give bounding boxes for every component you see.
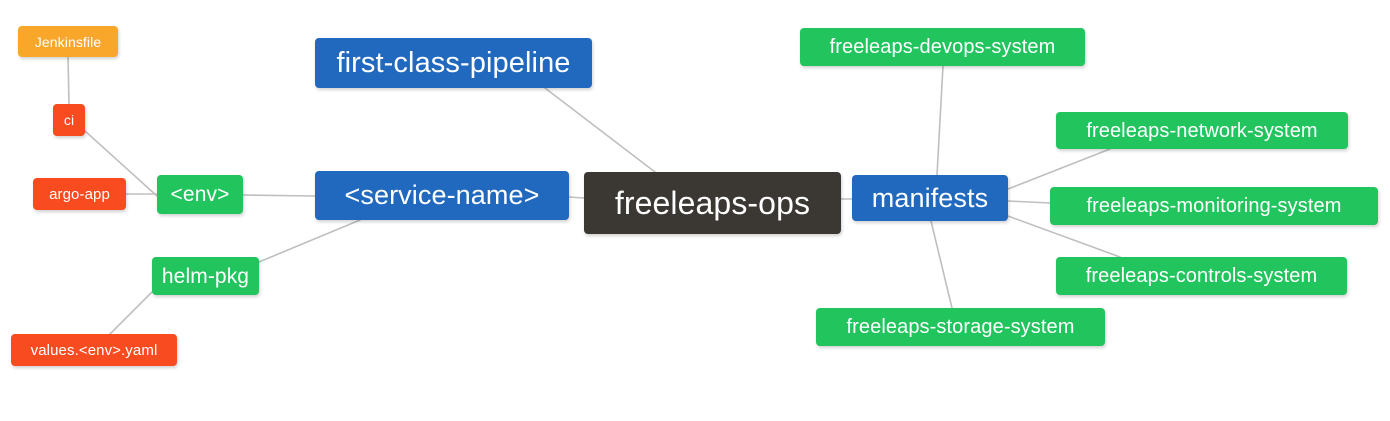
edge-first-class-pipeline-to-freeleaps-ops: [544, 87, 656, 173]
node-freeleaps-monitoring-system[interactable]: freeleaps-monitoring-system: [1050, 187, 1378, 225]
edge-service-name-to-freeleaps-ops: [568, 196, 585, 199]
node-argo-app[interactable]: argo-app: [33, 178, 126, 210]
node-label-freeleaps-monitoring-system: freeleaps-monitoring-system: [1086, 195, 1342, 217]
node-manifests[interactable]: manifests: [852, 175, 1008, 221]
edge-manifests-to-freeleaps-storage-system: [930, 220, 953, 309]
node-values-yaml[interactable]: values.<env>.yaml: [11, 334, 177, 366]
node-label-freeleaps-devops-system: freeleaps-devops-system: [829, 36, 1056, 58]
edge-manifests-to-freeleaps-network-system: [1007, 148, 1111, 190]
edge-values-yaml-to-helm-pkg: [109, 291, 153, 335]
node-label-helm-pkg: helm-pkg: [161, 264, 250, 288]
node-label-freeleaps-ops: freeleaps-ops: [614, 185, 811, 221]
node-env[interactable]: <env>: [157, 175, 243, 214]
node-label-ci: ci: [63, 112, 75, 128]
node-label-values-yaml: values.<env>.yaml: [30, 341, 158, 359]
node-label-env: <env>: [170, 183, 230, 206]
node-freeleaps-controls-system[interactable]: freeleaps-controls-system: [1056, 257, 1347, 295]
edge-env-to-service-name: [242, 194, 316, 197]
edge-jenkinsfile-to-ci: [67, 56, 70, 105]
node-freeleaps-devops-system[interactable]: freeleaps-devops-system: [800, 28, 1085, 66]
node-jenkinsfile[interactable]: Jenkinsfile: [18, 26, 118, 57]
edge-manifests-to-freeleaps-monitoring-system: [1007, 200, 1051, 204]
node-helm-pkg[interactable]: helm-pkg: [152, 257, 259, 295]
node-label-jenkinsfile: Jenkinsfile: [34, 33, 102, 50]
node-freeleaps-storage-system[interactable]: freeleaps-storage-system: [816, 308, 1105, 346]
node-label-argo-app: argo-app: [49, 185, 110, 203]
edge-manifests-to-freeleaps-devops-system: [936, 65, 944, 176]
node-ci[interactable]: ci: [53, 104, 85, 136]
node-label-freeleaps-controls-system: freeleaps-controls-system: [1085, 265, 1318, 287]
node-freeleaps-network-system[interactable]: freeleaps-network-system: [1056, 112, 1348, 149]
node-service-name[interactable]: <service-name>: [315, 171, 569, 220]
edge-helm-pkg-to-service-name: [258, 219, 361, 263]
node-freeleaps-ops[interactable]: freeleaps-ops: [584, 172, 841, 234]
node-first-class-pipeline[interactable]: first-class-pipeline: [315, 38, 592, 88]
node-label-freeleaps-network-system: freeleaps-network-system: [1086, 119, 1318, 142]
node-label-first-class-pipeline: first-class-pipeline: [336, 46, 571, 79]
node-label-freeleaps-storage-system: freeleaps-storage-system: [846, 316, 1075, 338]
node-label-manifests: manifests: [871, 182, 989, 213]
node-label-service-name: <service-name>: [344, 180, 540, 210]
